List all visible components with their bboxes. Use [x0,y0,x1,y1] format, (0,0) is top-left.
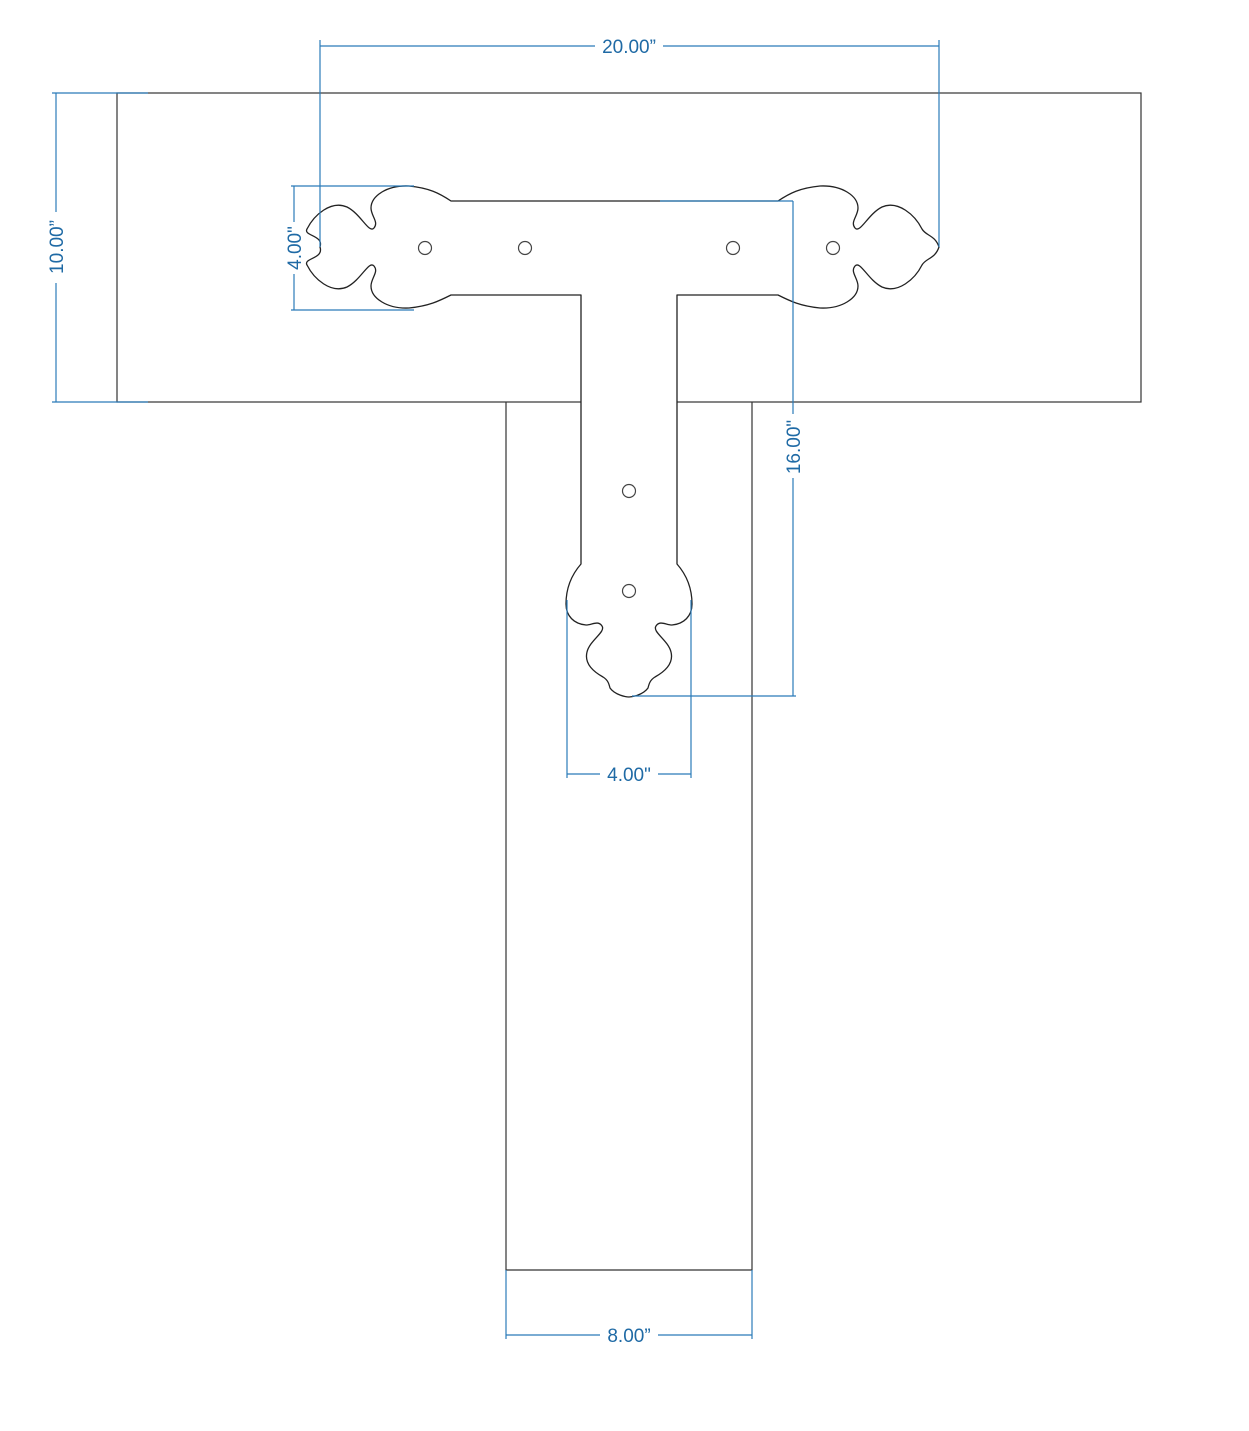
dimension-strap-width: 20.00” [319,37,940,247]
post-outline [505,402,753,1271]
dimension-label-8: 8.00” [607,1326,650,1347]
dimension-stem-end-width: 4.00" [566,600,692,786]
bracket-plate [305,185,940,698]
bolt-hole-stem-lower [621,583,637,599]
dimension-label-4-horizontal: 4.00" [607,765,651,786]
dimension-strap-end-height: 4.00" [285,185,414,311]
dimension-post-width: 8.00” [505,1270,753,1347]
bolt-hole-stem-upper [621,483,637,499]
dimension-label-16: 16.00" [784,420,805,474]
dimension-stem-length: 16.00" [632,200,805,697]
bolt-hole-right-inner [725,240,741,256]
bolt-hole-left-outer [417,240,433,256]
dimension-label-4-vertical: 4.00" [285,226,306,270]
dimension-label-20: 20.00” [602,37,656,58]
dimension-label-10: 10.00” [47,220,68,274]
bolt-hole-right-outer [825,240,841,256]
dimension-beam-height: 10.00” [47,92,148,403]
bolt-hole-left-inner [517,240,533,256]
